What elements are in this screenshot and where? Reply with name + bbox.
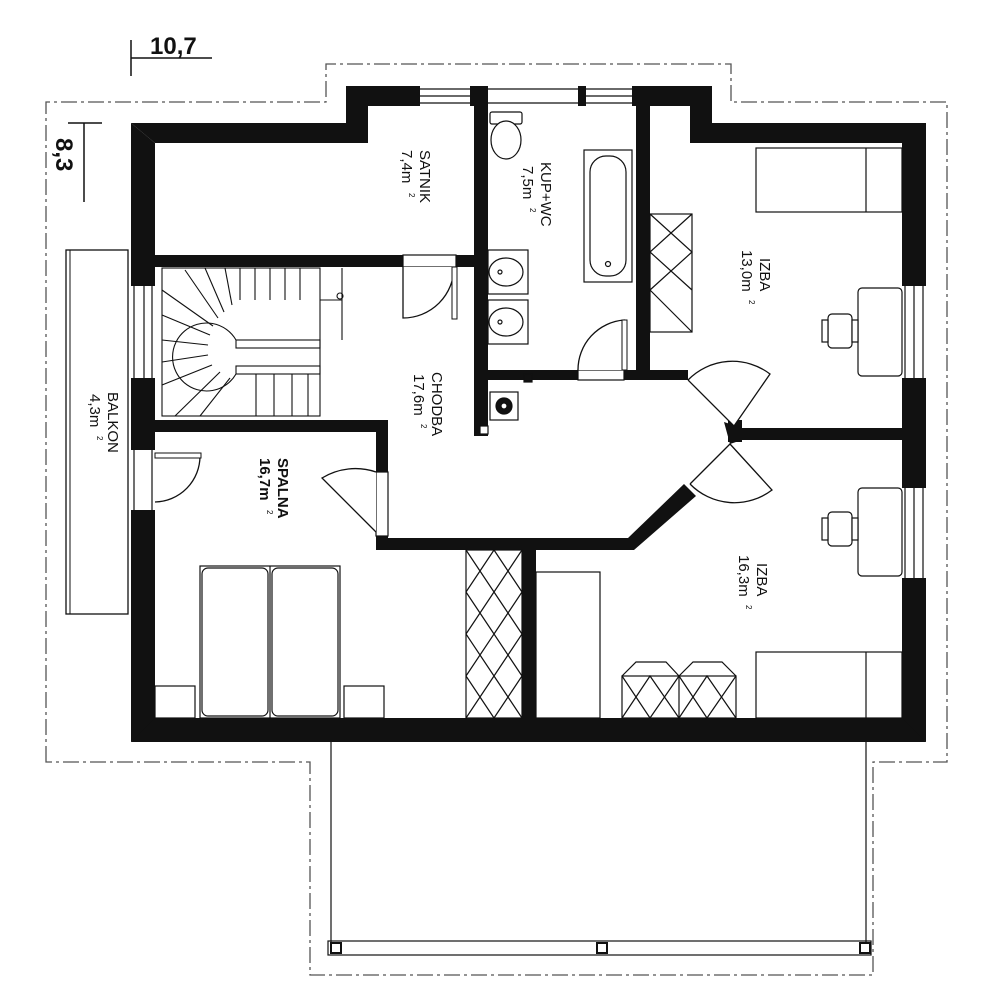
staircase xyxy=(161,267,344,417)
room-area: 7,4m xyxy=(398,150,415,183)
room-name: IZBA xyxy=(753,563,770,596)
room-label-kupwc: KUP+WC 7,5m 2 xyxy=(519,162,554,227)
room-area: 17,6m xyxy=(410,374,427,416)
unit-sup: 2 xyxy=(407,193,416,198)
room-name: IZBA xyxy=(756,258,773,291)
unit-sup: 2 xyxy=(419,424,428,429)
room-label-satnik: SATNIK 7,4m 2 xyxy=(398,150,433,203)
room-area: 16,7m xyxy=(256,458,273,501)
terrace xyxy=(327,742,872,956)
room-name: SATNIK xyxy=(416,150,433,203)
unit-sup: 2 xyxy=(528,208,537,213)
izba1-furniture xyxy=(649,147,903,377)
unit-sup: 2 xyxy=(95,436,104,441)
room-name: CHODBA xyxy=(428,372,445,436)
room-label-izba1: IZBA 13,0m 2 xyxy=(738,250,773,305)
room-area: 4,3m xyxy=(86,394,103,427)
roof-outline xyxy=(45,63,948,976)
width-dimension: 10,7 xyxy=(130,33,212,76)
unit-sup: 2 xyxy=(747,300,756,305)
room-name: KUP+WC xyxy=(537,162,554,227)
depth-dimension: 8,3 xyxy=(50,122,102,202)
izba2-furniture xyxy=(535,487,903,720)
room-label-spalna: SPALNA 16,7m 2 xyxy=(256,458,291,519)
bathroom-fixtures xyxy=(479,111,633,435)
spalna-furniture xyxy=(154,548,523,720)
room-area: 13,0m xyxy=(738,250,755,292)
room-area: 7,5m xyxy=(519,166,536,199)
room-label-balkon: BALKON 4,3m 2 xyxy=(86,392,121,453)
balcony-railing xyxy=(65,249,129,615)
unit-sup: 2 xyxy=(744,605,753,610)
room-label-izba2: IZBA 16,3m 2 xyxy=(735,555,770,610)
exterior-walls xyxy=(131,86,926,742)
doors xyxy=(154,254,773,537)
unit-sup: 2 xyxy=(265,510,274,515)
room-area: 16,3m xyxy=(735,555,752,597)
room-name: SPALNA xyxy=(274,458,291,519)
room-name: BALKON xyxy=(104,392,121,453)
width-label: 10,7 xyxy=(150,33,197,60)
depth-label: 8,3 xyxy=(50,138,77,171)
room-label-chodba: CHODBA 17,6m 2 xyxy=(410,372,445,436)
